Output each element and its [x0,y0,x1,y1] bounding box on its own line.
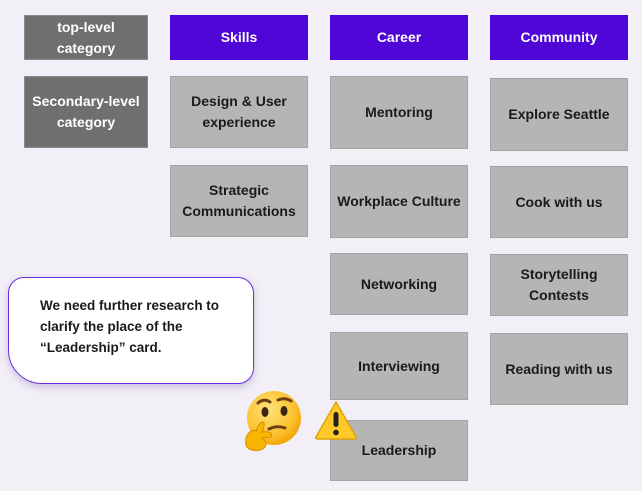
card-design-user-experience[interactable]: Design & User experience [170,76,308,148]
thinking-face-icon [245,391,301,452]
legend-top-level-line1: top-level [57,18,115,35]
card-mentoring[interactable]: Mentoring [330,76,468,149]
card-label-line2: Contests [529,287,589,303]
note-line1: We need further research to [40,298,220,313]
card-label-line1: Design & User [191,93,287,109]
legend-top-level-category: top-level category [24,15,148,60]
card-leadership[interactable]: Leadership [330,420,468,481]
card-cook-with-us[interactable]: Cook with us [490,166,628,238]
card-interviewing[interactable]: Interviewing [330,332,468,400]
card-reading-with-us[interactable]: Reading with us [490,333,628,405]
header-career[interactable]: Career [330,15,468,60]
card-label: Mentoring [365,104,433,120]
card-label: Interviewing [358,357,440,374]
header-skills[interactable]: Skills [170,15,308,60]
card-label-line1: Storytelling [520,266,598,282]
research-note: We need further research to clarify the … [8,277,254,384]
card-label: Explore Seattle [508,106,610,122]
card-label: Workplace Culture [337,193,461,209]
card-label-line2: Communications [182,203,296,219]
header-skills-label: Skills [220,29,258,45]
card-label-line2: experience [202,114,276,130]
note-line3: “Leadership” card. [40,340,162,355]
header-community[interactable]: Community [490,15,628,60]
card-workplace-culture[interactable]: Workplace Culture [330,165,468,238]
note-line2: clarify the place of the [40,319,183,334]
card-label: Cook with us [515,193,603,210]
card-label: Reading with us [505,360,613,377]
header-career-label: Career [376,29,422,45]
card-networking[interactable]: Networking [330,253,468,315]
card-label: Networking [360,275,438,292]
card-explore-seattle[interactable]: Explore Seattle [490,78,628,151]
legend-secondary-level-category: Secondary-level category [24,76,148,148]
legend-top-level-line2: category [56,39,116,56]
header-community-label: Community [520,29,598,45]
card-storytelling-contests[interactable]: Storytelling Contests [490,254,628,316]
warning-icon [315,401,357,440]
legend-secondary-line1: Secondary-level [32,93,140,109]
legend-secondary-line2: category [56,114,116,130]
card-label: Leadership [361,442,437,458]
card-label-line1: Strategic [209,182,269,198]
card-strategic-communications[interactable]: Strategic Communications [170,165,308,237]
